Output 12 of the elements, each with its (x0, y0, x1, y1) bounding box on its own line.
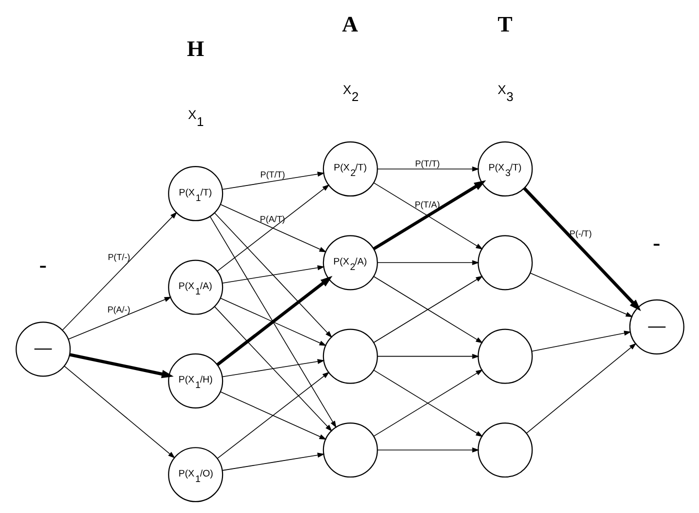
label: - (38, 252, 46, 278)
edge-label: P(T/A) (414, 200, 440, 210)
edge-label: P(T/T) (414, 158, 440, 168)
label: - (652, 230, 660, 255)
edge-label: P(T/T) (260, 170, 284, 180)
edge-label: P(-/T) (569, 228, 592, 238)
edge-label: P(T/-) (107, 252, 130, 262)
label: T (497, 12, 512, 37)
edge-label: P(A/-) (106, 304, 130, 315)
label: H (186, 36, 204, 62)
label: A (342, 12, 358, 37)
edge-label: P(A/T) (259, 214, 285, 224)
